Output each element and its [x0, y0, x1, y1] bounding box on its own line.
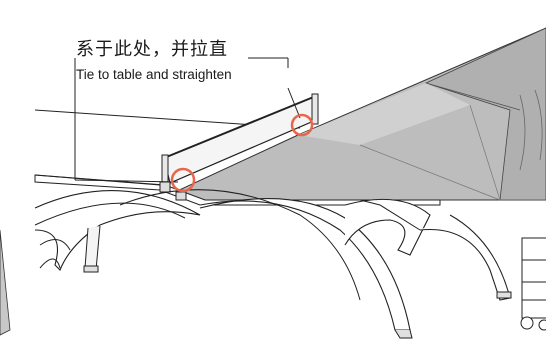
table-top-far-lit: [298, 83, 470, 145]
instruction-subtitle-en: Tie to table and straighten: [76, 67, 232, 82]
left-edge-fragment: [0, 229, 11, 336]
arched-leg-right: [344, 198, 431, 256]
arched-leg-far: [419, 214, 511, 301]
storage-cart: [520, 237, 546, 331]
instruction-title-cn: 系于此处，并拉直: [76, 39, 228, 60]
attachment-point-marker: [170, 167, 196, 193]
attachment-point-marker: [290, 113, 314, 137]
callout-leader-right: [287, 87, 301, 119]
arched-leg-left: [34, 190, 201, 271]
table-top-far-edge: [424, 27, 546, 201]
